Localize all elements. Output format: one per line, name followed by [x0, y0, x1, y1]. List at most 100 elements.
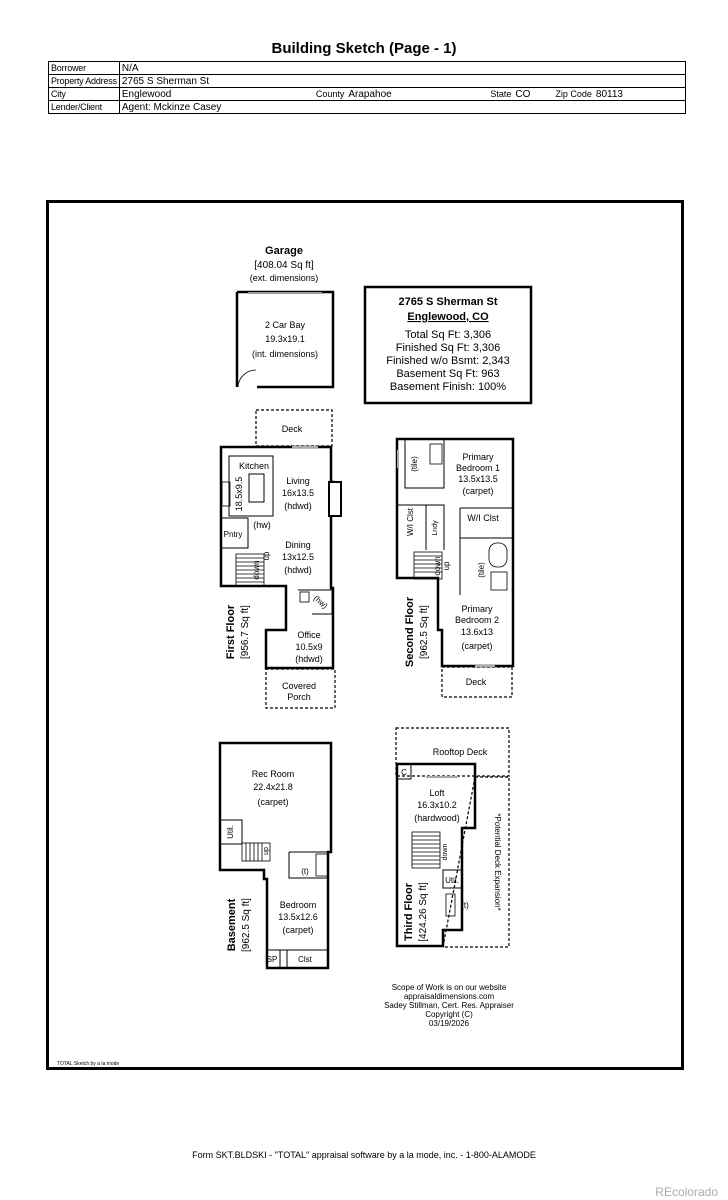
state-value: CO	[515, 88, 531, 100]
first-floor-plan: Deck Kitchen 18.5x9.5 Living 16x13.5 (hd…	[219, 409, 342, 709]
bs-t: (t)	[301, 867, 309, 876]
bs-sp: SP	[267, 955, 278, 964]
city-row: Englewood County Arapahoe State CO Zip C…	[118, 87, 687, 101]
first-floor-area: [956.7 Sq ft]	[240, 605, 251, 659]
zip-label: Zip Code	[555, 89, 592, 99]
bs-rec-carpet: (carpet)	[257, 797, 288, 807]
bs-bedroom: Bedroom	[280, 900, 317, 910]
bs-bed-carpet: (carpet)	[282, 925, 313, 935]
ff-kitchen-dims: 18.5x9.5	[234, 477, 244, 512]
ff-pantry: Pntry	[224, 530, 243, 539]
scope-line-1: Scope of Work is on our website	[392, 983, 507, 992]
ff-office-hdwd: (hdwd)	[295, 654, 323, 664]
garage-bay: 2 Car Bay	[265, 320, 306, 330]
sf-bed2-carpet: (carpet)	[461, 641, 492, 651]
ff-living-dims: 16x13.5	[282, 488, 314, 498]
form-footer: Form SKT.BLDSKI - "TOTAL" appraisal soft…	[192, 1150, 536, 1160]
county-value: Arapahoe	[348, 88, 392, 100]
third-floor-area: [424.26 Sq ft]	[418, 882, 429, 942]
second-floor-area: [962.5 Sq ft]	[419, 605, 430, 659]
ff-dining: Dining	[285, 540, 311, 550]
summary-finished: Finished Sq Ft: 3,306	[396, 342, 501, 354]
sf-wi-closet-2: W/I Clst	[467, 513, 499, 523]
sf-up: up	[442, 561, 451, 570]
ff-dining-dims: 13x12.5	[282, 552, 314, 562]
zip-value: 80113	[595, 88, 623, 100]
summary-basement: Basement Sq Ft: 963	[396, 368, 499, 380]
ff-office: Office	[297, 630, 320, 640]
tf-rooftop: Rooftop Deck	[433, 747, 488, 757]
tf-loft-dims: 16.3x10.2	[417, 800, 457, 810]
sf-wi-closet: W/I Clst	[406, 507, 415, 536]
tf-util: Util.	[445, 876, 459, 885]
ff-porch: Porch	[287, 692, 311, 702]
page-title: Building Sketch (Page - 1)	[271, 40, 457, 57]
garage-area: [408.04 Sq ft]	[254, 260, 314, 271]
bs-util: Util.	[226, 825, 235, 839]
second-floor-plan: Deck (tile) Primary Bedroom 1 13.5x13.5 …	[395, 437, 515, 698]
ff-kitchen: Kitchen	[239, 461, 269, 471]
ff-hw: (hw)	[253, 520, 271, 530]
lender-value: Agent: Mckinze Casey	[118, 100, 687, 114]
brand-watermark: REcolorado	[655, 1185, 718, 1199]
basement-label: Basement	[226, 898, 238, 951]
summary-address: 2765 S Sherman St	[398, 296, 497, 308]
third-floor-plan: Rooftop Deck C Loft 16.3x10.2 (hardwood)…	[395, 727, 510, 948]
sf-bedroom2: Bedroom 2	[455, 615, 499, 625]
sf-deck: Deck	[466, 677, 487, 687]
bs-up: up	[263, 847, 270, 855]
tf-expansion: *Potential Deck Expansion*	[493, 813, 502, 910]
tf-down: down	[442, 844, 449, 861]
third-floor-label: Third Floor	[403, 882, 415, 941]
summary-basement-finish: Basement Finish: 100%	[390, 381, 506, 393]
bs-rec: Rec Room	[252, 769, 295, 779]
summary-city: Englewood, CO	[407, 311, 489, 323]
tf-c: C	[401, 768, 407, 777]
bs-rec-dims: 22.4x21.8	[253, 782, 293, 792]
ff-up: up	[262, 551, 271, 560]
sf-bed1-carpet: (carpet)	[462, 486, 493, 496]
sf-bed1-dims: 13.5x13.5	[458, 474, 498, 484]
total-sketch-note: TOTAL Sketch by a la mode	[57, 1061, 119, 1067]
sf-tile: (tile)	[410, 456, 419, 472]
sketch-frame	[46, 200, 684, 1070]
lender-label: Lender/Client	[48, 100, 120, 114]
second-floor-label: Second Floor	[404, 596, 416, 667]
sf-laundry: Lndy	[432, 520, 439, 536]
city-value: Englewood	[121, 88, 172, 100]
garage-int: (int. dimensions)	[252, 349, 318, 359]
ff-dining-hdwd: (hdwd)	[284, 565, 312, 575]
ff-office-dims: 10.5x9	[295, 642, 322, 652]
ff-living: Living	[286, 476, 310, 486]
header-table: Borrower N/A Property Address 2765 S She…	[48, 61, 687, 114]
sf-tile-2: (tile)	[477, 562, 486, 578]
sf-down: down	[433, 556, 442, 575]
ff-living-hdwd: (hdwd)	[284, 501, 312, 511]
summary-total: Total Sq Ft: 3,306	[405, 329, 491, 341]
scope-line-5: 03/19/2026	[429, 1019, 470, 1028]
ff-hw-2: (hw)	[312, 594, 330, 611]
first-floor-label: First Floor	[225, 604, 237, 659]
garage-section: Garage [408.04 Sq ft] (ext. dimensions) …	[235, 245, 335, 389]
bs-bed-dims: 13.5x12.6	[278, 912, 318, 922]
ff-down: down	[252, 560, 261, 579]
tf-hardwood: (hardwood)	[414, 813, 460, 823]
basement-plan: Rec Room 22.4x21.8 (carpet) Util. up (t)…	[218, 741, 333, 970]
bs-clst: Clst	[298, 955, 313, 964]
state-label: State	[490, 89, 512, 99]
tf-t: (t)	[461, 901, 469, 910]
scope-note: Scope of Work is on our website appraisa…	[384, 983, 514, 1028]
garage-ext: (ext. dimensions)	[250, 273, 319, 283]
garage-title: Garage	[265, 245, 303, 257]
sf-primary2: Primary	[462, 604, 493, 614]
scope-line-2: appraisaldimensions.com	[404, 992, 495, 1001]
summary-box: 2765 S Sherman St Englewood, CO Total Sq…	[363, 285, 533, 405]
ff-deck: Deck	[282, 424, 303, 434]
scope-line-3: Sadey Stillman, Cert. Res. Appraiser	[384, 1001, 514, 1010]
summary-finished-wo-bsmt: Finished w/o Bsmt: 2,343	[386, 355, 510, 367]
county-label: County	[315, 89, 345, 99]
sf-bed2-dims: 13.6x13	[461, 627, 493, 637]
ff-covered: Covered	[282, 681, 316, 691]
scope-line-4: Copyright (C)	[425, 1010, 473, 1019]
